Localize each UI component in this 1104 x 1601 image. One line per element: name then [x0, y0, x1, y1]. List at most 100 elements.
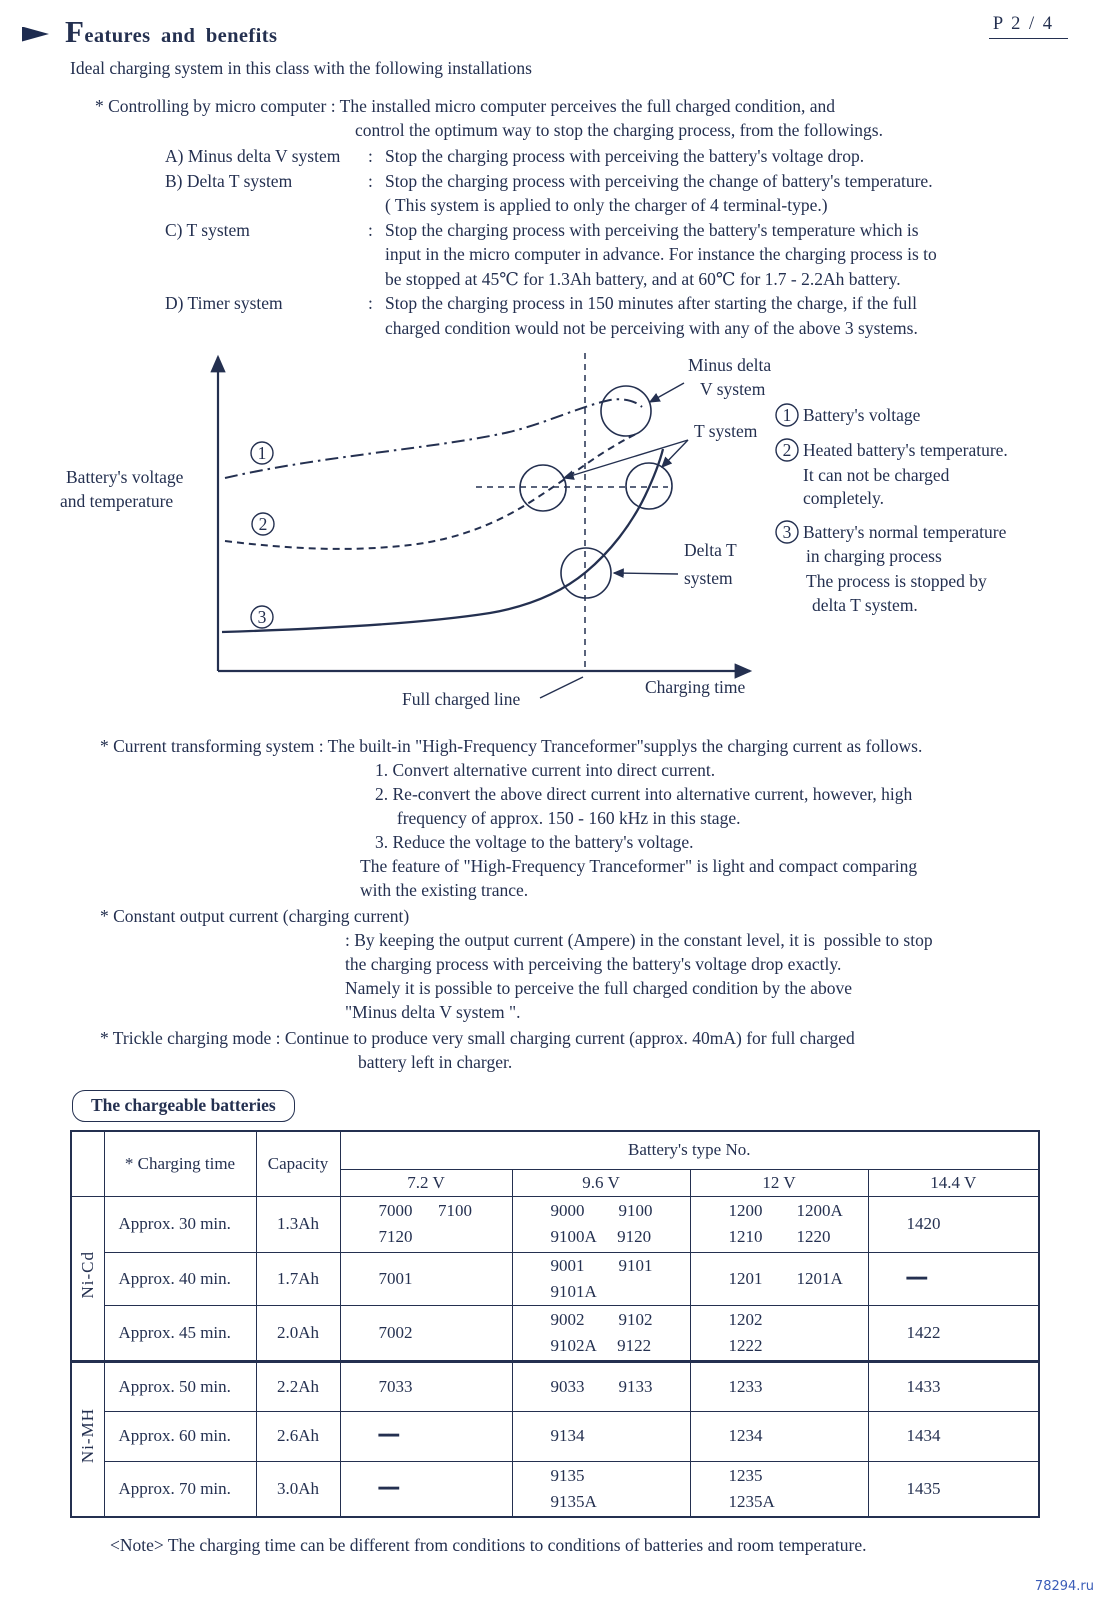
type-no-cell-7-2v: 7001 — [339, 1251, 513, 1306]
capacity-cell: 1.7Ah — [255, 1251, 341, 1306]
table-row: Approx. 45 min. 2.0Ah 7002 9002 9102 910… — [71, 1304, 1040, 1362]
group-label-text: Ni-MH — [77, 1408, 97, 1464]
charging-time-cell: Approx. 50 min. — [103, 1359, 257, 1412]
capacity-cell: 1.3Ah — [255, 1195, 341, 1253]
table-row: Approx. 40 min. 1.7Ah 7001 9001 9101 910… — [71, 1251, 1040, 1306]
charging-time-cell: Approx. 60 min. — [103, 1410, 257, 1462]
col-header-charging-time: * Charging time — [103, 1130, 257, 1197]
delta-t-label-line2: system — [684, 568, 733, 588]
legend-2-line2: It can not be charged — [803, 465, 950, 485]
diagram-legend: 1 Battery's voltage 2 Heated battery's t… — [775, 403, 1008, 615]
watermark: 78294.ru — [1034, 1579, 1094, 1594]
type-no-cell-14-4v: ━━ — [867, 1251, 1040, 1306]
constant-output-body: : By keeping the output current (Ampere)… — [345, 930, 933, 1022]
delta-t-label-line1: Delta T — [684, 540, 737, 560]
table-row: Approx. 60 min. 2.6Ah ━━ 9134 1234 1434 — [71, 1410, 1040, 1462]
type-no-cell-9-6v: 9033 9133 — [511, 1359, 691, 1412]
legend-2-line3: completely. — [803, 488, 884, 508]
table-corner-cell — [70, 1130, 105, 1197]
group-label-nicd: Ni-Cd — [70, 1195, 105, 1362]
capacity-cell: 3.0Ah — [255, 1460, 341, 1518]
type-no-cell-14-4v: 1420 — [867, 1195, 1040, 1253]
charging-time-cell: Approx. 40 min. — [103, 1251, 257, 1306]
capacity-cell: 2.0Ah — [255, 1304, 341, 1362]
step-2: 2. Re-convert the above direct current i… — [375, 784, 913, 828]
charging-time-cell: Approx. 30 min. — [103, 1195, 257, 1253]
system-desc: Stop the charging process with perceivin… — [385, 146, 865, 166]
group-label-text: Ni-Cd — [77, 1250, 97, 1299]
minus-delta-label-line2: V system — [700, 379, 766, 399]
heated-temperature-curve — [224, 432, 639, 550]
controlling-lead-line2: control the optimum way to stop the char… — [355, 120, 883, 140]
chargeable-batteries-title: The chargeable batteries — [72, 1090, 295, 1122]
trickle-line1: * Trickle charging mode : Continue to pr… — [100, 1028, 855, 1048]
col-header-capacity: Capacity — [255, 1130, 341, 1197]
type-no-cell-9-6v: 9001 9101 9101A — [511, 1251, 691, 1306]
system-colon: : — [368, 146, 373, 166]
system-name: B) Delta T system — [165, 170, 293, 191]
note-text: <Note> The charging time can be differen… — [110, 1535, 867, 1555]
legend-3-line4: delta T system. — [812, 595, 918, 615]
system-desc: Stop the charging process in 150 minutes… — [385, 293, 918, 338]
legend-1-line1: Battery's voltage — [803, 405, 921, 425]
current-transforming-lead: * Current transforming system : The buil… — [100, 736, 923, 756]
table-row: Ni-Cd Approx. 30 min. 1.3Ah 7000 7100 71… — [70, 1195, 1040, 1362]
transformer-feature-text: The feature of "High-Frequency Trancefor… — [360, 856, 918, 900]
trickle-line2: battery left in charger. — [358, 1052, 513, 1072]
controlling-lead-line1: * Controlling by micro computer : The in… — [95, 96, 835, 116]
system-colon: : — [368, 170, 373, 191]
group-label-nimh: Ni-MH — [70, 1359, 105, 1518]
col-header-12v: 12 V — [689, 1168, 869, 1197]
system-item-d: D) Timer system : Stop the charging proc… — [165, 291, 1104, 340]
minus-delta-v-ring — [600, 385, 652, 437]
type-no-cell-12v: 1202 1222 — [689, 1304, 869, 1362]
type-no-cell-14-4v: 1435 — [867, 1460, 1040, 1518]
t-system-ring-left — [519, 464, 567, 512]
charging-diagram-svg: 1 2 3 Battery's voltage and temperature … — [60, 353, 1008, 709]
system-name: A) Minus delta V system — [165, 146, 341, 166]
type-no-cell-7-2v: ━━ — [339, 1410, 513, 1462]
battery-table: * Charging time Capacity Battery's type … — [70, 1130, 1040, 1518]
t-system-label: T system — [694, 421, 758, 441]
title-row: Features and benefits — [0, 0, 1104, 49]
delta-t-ring — [560, 547, 612, 599]
voltage-curve — [224, 398, 643, 479]
type-no-cell-12v: 1201 1201A — [689, 1251, 869, 1306]
legend-3-number: 3 — [783, 522, 792, 542]
type-no-cell-12v: 1233 — [689, 1359, 869, 1412]
type-no-cell-9-6v: 9000 9100 9100A 9120 — [511, 1195, 691, 1253]
col-header-9-6v: 9.6 V — [511, 1168, 691, 1197]
legend-1-number: 1 — [783, 405, 792, 425]
curve-marker-2: 2 — [251, 512, 275, 536]
curve-marker-3-number: 3 — [258, 607, 267, 627]
charging-diagram: 1 2 3 Battery's voltage and temperature … — [0, 341, 1104, 729]
t-system-leader-arrow-right — [661, 439, 689, 469]
legend-2-line1: Heated battery's temperature. — [803, 440, 1008, 460]
col-header-14-4v: 14.4 V — [867, 1168, 1040, 1197]
system-item-c: C) T system : Stop the charging process … — [165, 218, 1104, 292]
type-no-cell-9-6v: 9134 — [511, 1410, 691, 1462]
system-colon: : — [368, 219, 373, 240]
intro-text: Ideal charging system in this class with… — [70, 58, 532, 78]
type-no-cell-7-2v: 7033 — [339, 1359, 513, 1412]
constant-output-section: * Constant output current (charging curr… — [100, 904, 1104, 1024]
system-colon: : — [368, 293, 373, 313]
capacity-cell: 2.6Ah — [255, 1410, 341, 1462]
normal-temperature-curve — [221, 448, 665, 634]
step-3: 3. Reduce the voltage to the battery's v… — [375, 832, 694, 852]
legend-3-line2: in charging process — [806, 546, 942, 566]
minus-delta-leader-arrow — [648, 382, 685, 403]
legend-3-line3: The process is stopped by — [806, 571, 987, 591]
systems-list: A) Minus delta V system : Stop the charg… — [165, 144, 1104, 340]
y-axis-label-line1: Battery's voltage — [66, 467, 184, 487]
arrow-bullet-icon — [22, 26, 49, 42]
system-desc: Stop the charging process with perceivin… — [385, 219, 937, 289]
controlling-section: * Controlling by micro computer : The in… — [95, 94, 1104, 142]
curve-marker-1-number: 1 — [258, 443, 267, 463]
y-axis-label-line2: and temperature — [60, 491, 173, 511]
system-desc: Stop the charging process with perceivin… — [385, 170, 933, 216]
curve-marker-2-number: 2 — [259, 514, 268, 534]
curve-marker-1: 1 — [250, 441, 274, 465]
legend-2-number: 2 — [783, 440, 792, 460]
